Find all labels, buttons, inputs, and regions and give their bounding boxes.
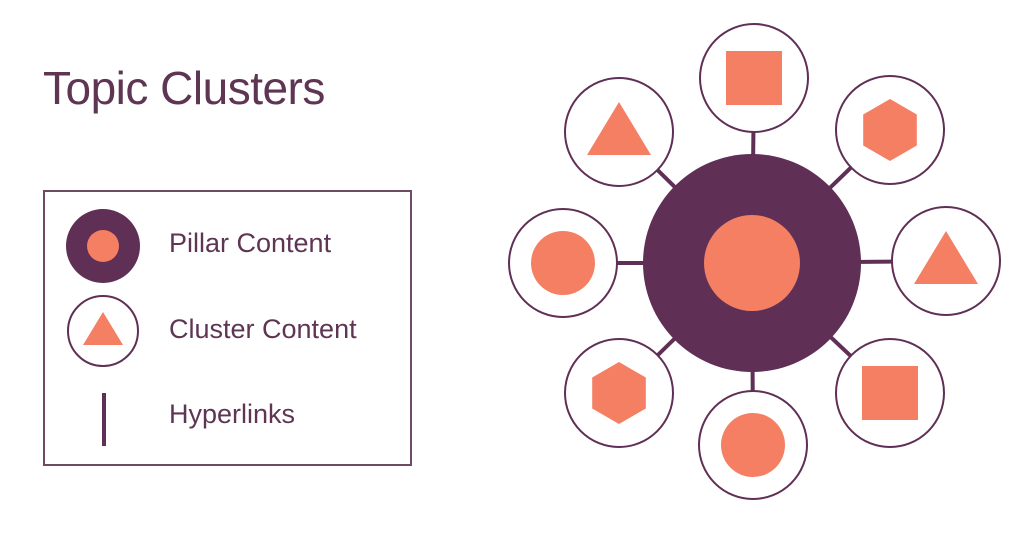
cluster-content-icon: [67, 295, 139, 367]
legend-label-pillar: Pillar Content: [169, 228, 332, 258]
cluster-node-top: [699, 23, 809, 133]
cluster-node-bottom-right: [835, 338, 945, 448]
legend-label-hyperlinks: Hyperlinks: [169, 399, 296, 429]
pillar-inner-circle: [704, 215, 800, 311]
hexagon-icon: [863, 99, 917, 161]
page-title: Topic Clusters: [43, 61, 325, 114]
cluster-node-bottom-left: [564, 338, 674, 448]
circle-icon: [531, 231, 595, 295]
cluster-node-top-right: [835, 75, 945, 185]
cluster-node-left: [508, 208, 618, 318]
cluster-node-bottom: [698, 390, 808, 500]
square-icon: [726, 51, 782, 105]
hexagon-icon: [592, 362, 646, 424]
pillar-content-icon: [66, 209, 140, 283]
square-icon: [862, 366, 918, 420]
triangle-icon: [914, 231, 978, 284]
circle-icon: [721, 413, 785, 477]
triangle-icon: [587, 102, 651, 155]
legend-box: Pillar Content Cluster Content Hyperlink…: [43, 190, 412, 466]
pillar-node: [643, 154, 861, 372]
legend-label-cluster: Cluster Content: [169, 314, 357, 344]
cluster-node-top-left: [564, 77, 674, 187]
cluster-node-right: [891, 206, 1001, 316]
